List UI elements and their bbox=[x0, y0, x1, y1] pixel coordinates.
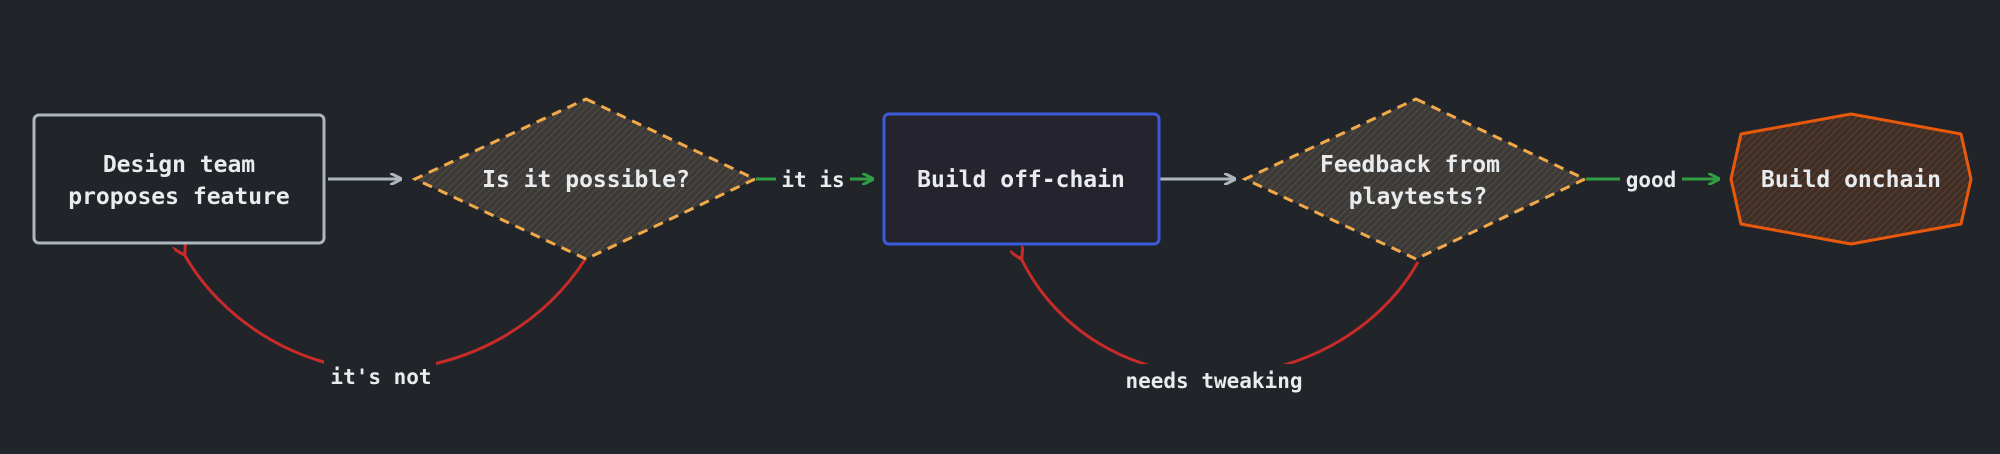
node-feedback-line1: Feedback from bbox=[1320, 152, 1500, 178]
node-feedback-line2: playtests? bbox=[1349, 184, 1487, 210]
edge-label-good: good bbox=[1626, 168, 1677, 192]
edge-possible-to-design-loop bbox=[183, 252, 588, 372]
node-build-off-chain[interactable]: Build off-chain bbox=[882, 112, 1161, 246]
edge-label-its-not: it's not bbox=[330, 365, 431, 389]
node-design-team[interactable]: Design team proposes feature bbox=[32, 113, 326, 245]
node-is-it-possible[interactable]: Is it possible? bbox=[411, 97, 759, 261]
node-build-onchain[interactable]: Build onchain bbox=[1729, 112, 1973, 246]
node-build-onchain-label: Build onchain bbox=[1761, 167, 1941, 193]
node-feedback-from-playtests[interactable]: Feedback from playtests? bbox=[1241, 97, 1589, 261]
node-is-it-possible-label: Is it possible? bbox=[482, 167, 690, 193]
edge-label-it-is: it is bbox=[781, 168, 844, 192]
node-build-off-chain-label: Build off-chain bbox=[917, 167, 1125, 193]
node-design-team-line1: Design team bbox=[103, 152, 255, 178]
edge-feedback-to-offchain-loop bbox=[1020, 256, 1420, 377]
edge-label-needs-tweaking: needs tweaking bbox=[1125, 369, 1302, 393]
node-design-team-line2: proposes feature bbox=[68, 184, 290, 210]
